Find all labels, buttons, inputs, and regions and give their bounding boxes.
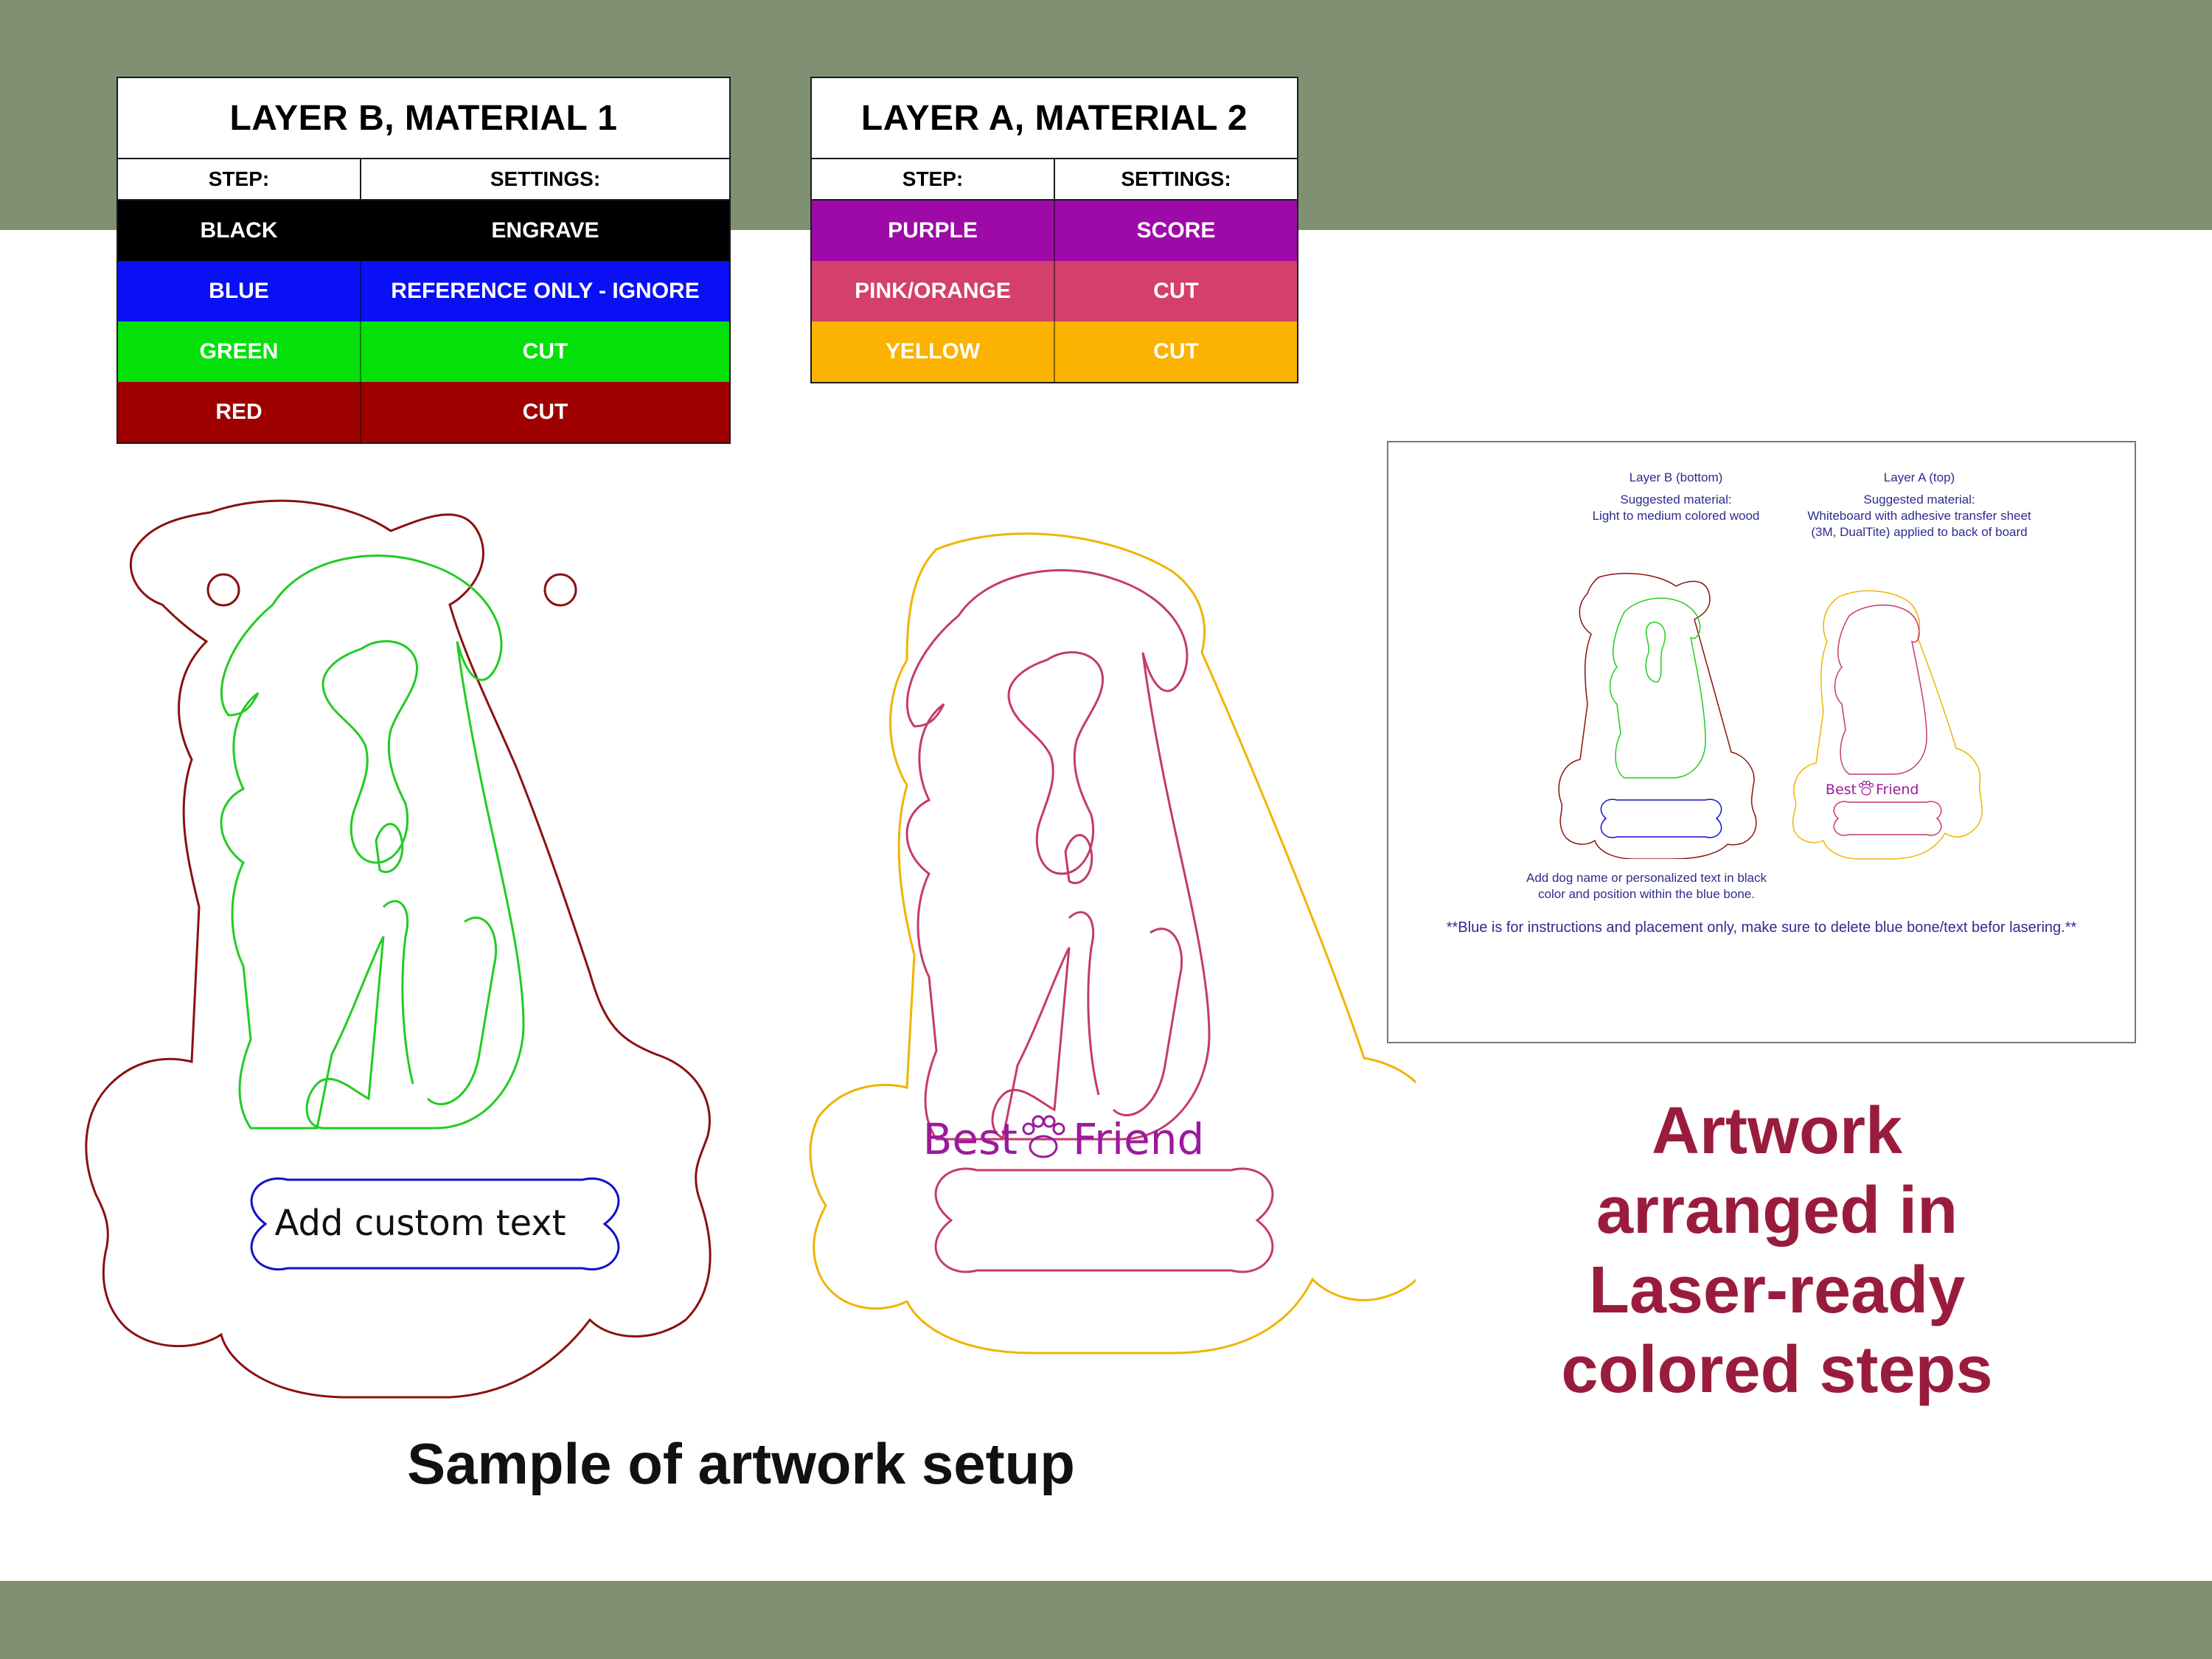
- legend-b-setting: CUT: [522, 400, 568, 424]
- layer-b-hang-hole-left: [206, 573, 240, 607]
- layer-b-reference-bone: [250, 1178, 620, 1270]
- legend-a-setting: CUT: [1153, 279, 1199, 303]
- layer-a-material-label: Suggested material:: [1863, 493, 1975, 507]
- headline-line: Laser-ready: [1588, 1253, 1966, 1327]
- layer-a-thumbnail: Best Friend: [1792, 590, 1983, 860]
- legend-b-row: BLUE REFERENCE ONLY - IGNORE: [118, 261, 729, 321]
- thumbnail-best-word: Best: [1826, 782, 1857, 798]
- bottom-band: [0, 1581, 2212, 1659]
- legend-a-setting: CUT: [1153, 339, 1199, 364]
- legend-b-row: RED CUT: [118, 382, 729, 442]
- legend-a-settings-header: SETTINGS:: [1121, 167, 1231, 190]
- best-word: Best: [923, 1114, 1018, 1164]
- layer-b-title: Layer B (bottom): [1629, 470, 1723, 484]
- legend-a-header-row: STEP: SETTINGS:: [812, 159, 1297, 201]
- legend-b-row: GREEN CUT: [118, 321, 729, 382]
- instructions-panel: Layer B (bottom) Suggested material: Lig…: [1387, 441, 2136, 1043]
- legend-a-row: PINK/ORANGE CUT: [812, 261, 1297, 321]
- layer-a-outer-cut-outline: [809, 532, 1416, 1354]
- headline: Artwork arranged in Laser-ready colored …: [1482, 1091, 2072, 1410]
- layer-b-hang-hole-right: [543, 573, 577, 607]
- legend-a-row: YELLOW CUT: [812, 321, 1297, 382]
- layer-a-artwork: Best Friend: [809, 532, 1416, 1354]
- legend-layer-b: LAYER B, MATERIAL 1 STEP: SETTINGS: BLAC…: [116, 77, 731, 444]
- legend-a-title: LAYER A, MATERIAL 2: [812, 78, 1297, 159]
- layer-a-material-note: (3M, DualTite) applied to back of board: [1811, 525, 2028, 539]
- legend-b-step: RED: [118, 382, 361, 442]
- headline-line: Artwork: [1651, 1094, 1903, 1168]
- layer-a-dog-cut: [905, 568, 1274, 1273]
- legend-b-title: LAYER B, MATERIAL 1: [118, 78, 729, 159]
- thumbnail-friend-word: Friend: [1876, 782, 1919, 798]
- paw-icon: [1022, 1115, 1065, 1158]
- legend-a-step: PINK/ORANGE: [812, 261, 1055, 321]
- best-friend-score-text: Best Friend: [923, 1114, 1205, 1164]
- layer-b-artwork: Add custom text: [85, 499, 712, 1399]
- legend-a-step: YELLOW: [812, 321, 1055, 382]
- friend-word: Friend: [1073, 1114, 1204, 1164]
- legend-b-setting: ENGRAVE: [491, 218, 599, 243]
- legend-b-setting: REFERENCE ONLY - IGNORE: [391, 279, 700, 303]
- layer-b-outer-cut-outline: [85, 499, 712, 1399]
- custom-text-note: Add dog name or personalized text in bla…: [1526, 871, 1767, 885]
- legend-a-step: PURPLE: [812, 201, 1055, 261]
- custom-text-placeholder: Add custom text: [275, 1203, 566, 1244]
- headline-line: colored steps: [1561, 1333, 1993, 1407]
- layer-b-dog-cut: [220, 554, 525, 1130]
- legend-a-setting: SCORE: [1136, 218, 1216, 243]
- legend-a-step-header: STEP:: [812, 159, 1055, 199]
- legend-b-step-header: STEP:: [118, 159, 361, 199]
- legend-b-setting: CUT: [522, 339, 568, 364]
- legend-layer-a: LAYER A, MATERIAL 2 STEP: SETTINGS: PURP…: [810, 77, 1298, 383]
- headline-line: arranged in: [1596, 1174, 1958, 1248]
- legend-b-step: GREEN: [118, 321, 361, 382]
- delete-blue-warning: **Blue is for instructions and placement…: [1446, 919, 2077, 936]
- layer-a-material: Whiteboard with adhesive transfer sheet: [1807, 509, 2031, 523]
- layer-a-title: Layer A (top): [1883, 470, 1955, 484]
- legend-b-settings-header: SETTINGS:: [490, 167, 601, 190]
- artwork-caption: Sample of artwork setup: [407, 1431, 1075, 1496]
- legend-b-row: BLACK ENGRAVE: [118, 201, 729, 261]
- layer-b-thumbnail: [1558, 572, 1757, 859]
- legend-a-row: PURPLE SCORE: [812, 201, 1297, 261]
- legend-b-step: BLUE: [118, 261, 361, 321]
- layer-b-material-label: Suggested material:: [1620, 493, 1732, 507]
- thumbnail-paw-icon: [1858, 780, 1874, 796]
- custom-text-note-cont: color and position within the blue bone.: [1538, 887, 1755, 901]
- legend-b-step: BLACK: [118, 201, 361, 261]
- layer-b-material: Light to medium colored wood: [1592, 509, 1760, 523]
- legend-b-header-row: STEP: SETTINGS:: [118, 159, 729, 201]
